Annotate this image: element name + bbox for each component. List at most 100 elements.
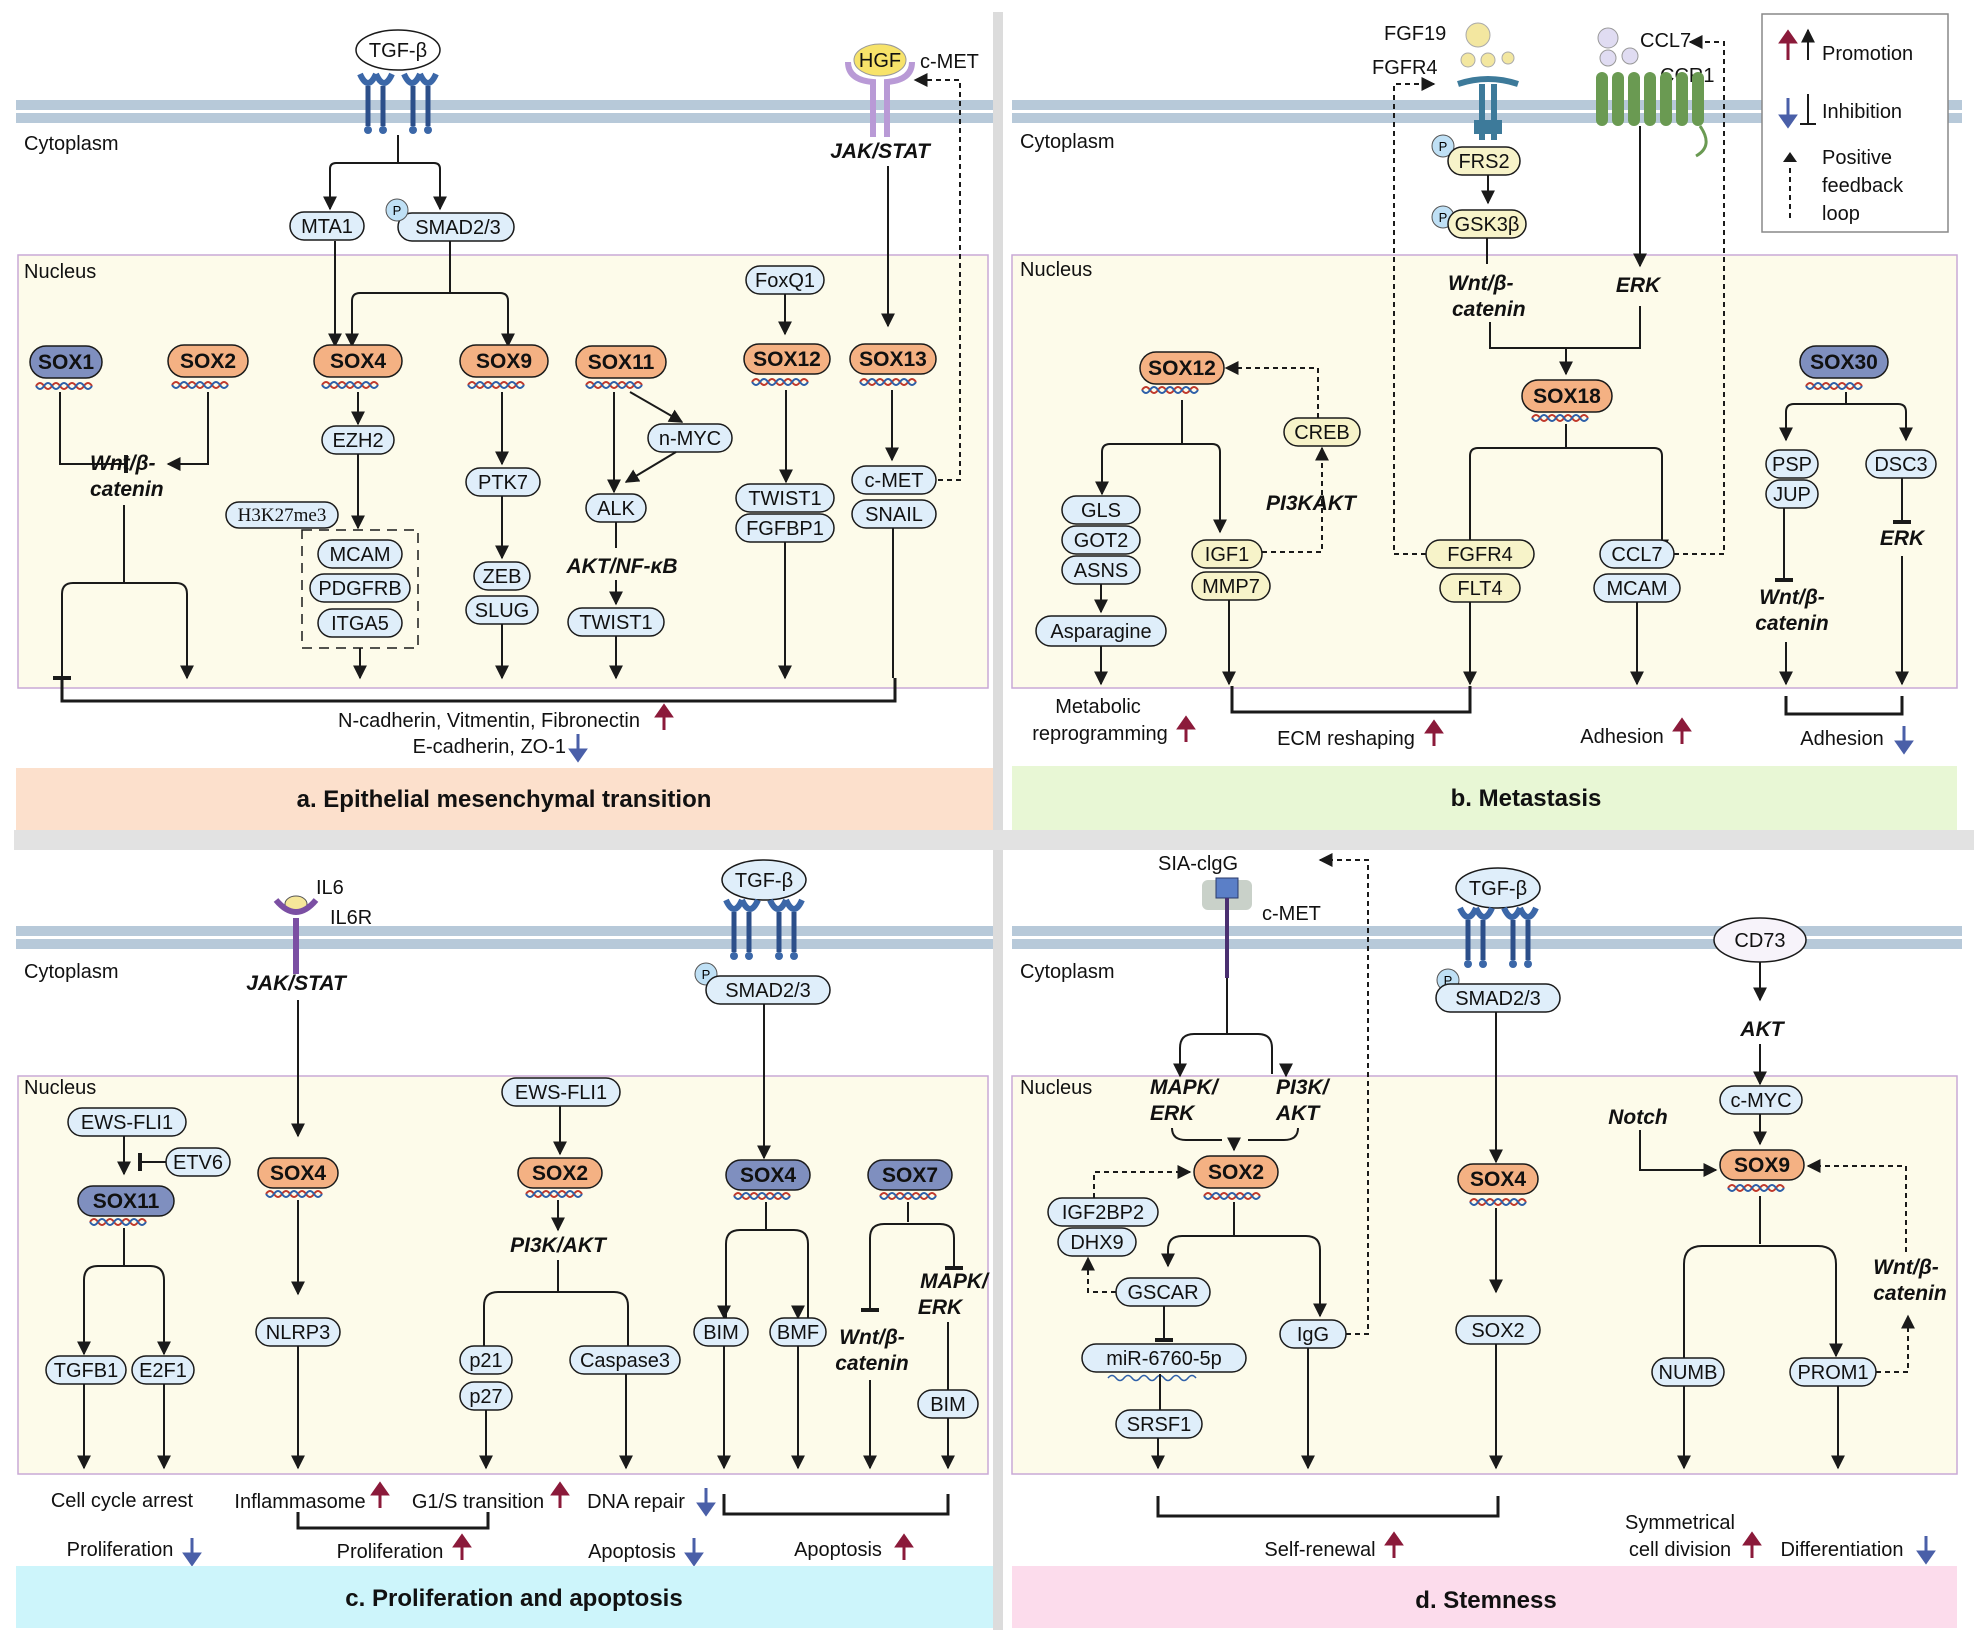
self-renewal-label: Self-renewal [1264, 1539, 1375, 1561]
il6-label: IL6 [316, 877, 344, 899]
zeb-node [473, 561, 531, 591]
cytoplasm-label: Cytoplasm [24, 133, 118, 155]
sox13-node [849, 343, 937, 375]
numb-node [1651, 1357, 1725, 1387]
cd73-label: CD73 [1734, 930, 1785, 952]
asns-label: ASNS [1074, 560, 1128, 582]
smad23-node [397, 212, 515, 242]
fgfr4-receptor-label: FGFR4 [1372, 57, 1438, 79]
igf1-node [1191, 539, 1263, 569]
ccl7-ligand-icon [1597, 27, 1619, 49]
sox7-node [867, 1159, 953, 1191]
sox18-node [1521, 379, 1613, 413]
sox1-node [29, 345, 103, 379]
nmyc-label: n-MYC [659, 428, 721, 450]
cmyc-label: c-MYC [1730, 1090, 1791, 1112]
mapk-label-line2: ERK [918, 1296, 964, 1319]
gls-node [1061, 495, 1141, 525]
nucleus-label: Nucleus [1020, 259, 1092, 281]
wnt-label-line1: Wnt/β- [1759, 586, 1825, 609]
jup-node [1765, 479, 1819, 509]
tgfb1-label: TGFB1 [54, 1360, 118, 1382]
sox2-node [517, 1157, 603, 1189]
cmet-label: c-MET [865, 470, 924, 492]
mmp7-label: MMP7 [1202, 576, 1260, 598]
sox2b-node [1455, 1315, 1541, 1345]
panel-b-title: b. Metastasis [1451, 785, 1602, 812]
srsf1-label: SRSF1 [1127, 1414, 1191, 1436]
phospho-label: P [702, 967, 711, 982]
pi3kakt-label: PI3KAKT [1266, 492, 1358, 515]
flt4-node [1439, 573, 1521, 603]
inhibition-arrow-icon [1894, 726, 1914, 755]
mta1-label: MTA1 [301, 216, 353, 238]
apoptosis-bracket [722, 1494, 950, 1516]
sox4-label: SOX4 [1470, 1168, 1526, 1191]
dsc3-label: DSC3 [1874, 454, 1927, 476]
legend-feedback-label-1: Positive [1822, 147, 1892, 169]
sox30-label: SOX30 [1810, 351, 1878, 374]
sox13-label: SOX13 [859, 348, 927, 371]
prom1-node [1789, 1357, 1877, 1387]
zeb-label: ZEB [483, 566, 522, 588]
panel-b-title-bar [1012, 766, 1957, 830]
flt4-label: FLT4 [1457, 578, 1502, 600]
ccr1-receptor-icon [1596, 72, 1708, 158]
legend-inhibition-arrow-icon [1778, 98, 1798, 129]
legend-promotion-label: Promotion [1822, 43, 1913, 65]
panel-d: Cytoplasm Nucleus SIA-clgG c-MET MAPK/ E… [1011, 853, 1962, 1628]
p27-label: p27 [469, 1386, 502, 1408]
apoptosis-down-label: Apoptosis [588, 1541, 676, 1563]
hgf-ligand [853, 43, 907, 77]
h3k27me3-node [225, 501, 339, 529]
pdgfrb-node [309, 573, 411, 603]
promotion-arrow-icon [1742, 1531, 1762, 1558]
fgf19-label: FGF19 [1384, 23, 1446, 45]
panel-a: Cytoplasm Nucleus TGF-β MTA1 P SMAD2/3 H… [16, 29, 993, 830]
pi3kakt-label: PI3K/AKT [510, 1234, 608, 1257]
jakstat-label: JAK/STAT [830, 140, 932, 163]
wnt-label-line1: Wnt/β- [1873, 1256, 1939, 1279]
metabolic-label-line2: reprogramming [1032, 723, 1168, 745]
gsk3b-label: GSK3β [1455, 214, 1520, 236]
nucleus-label: Nucleus [24, 1077, 96, 1099]
igf2bp2-label: IGF2BP2 [1062, 1202, 1144, 1224]
psp-label: PSP [1772, 454, 1812, 476]
cmet-receptor-icon [845, 61, 915, 137]
sox9-node [1719, 1149, 1805, 1181]
panel-c: Cytoplasm Nucleus IL6 IL6R JAK/STAT TGF-… [16, 859, 993, 1628]
adhesion-bracket [1784, 696, 1904, 716]
hgf-label: HGF [859, 50, 901, 72]
cell-membrane [1012, 100, 1962, 110]
sox4b-node [725, 1159, 811, 1191]
sox9-label: SOX9 [1734, 1154, 1790, 1177]
cytoplasm-label: Cytoplasm [1020, 131, 1114, 153]
sox12-node [743, 343, 831, 375]
ewsfli1-node [67, 1107, 187, 1137]
smad23-label: SMAD2/3 [725, 980, 811, 1002]
mcam-node [317, 539, 403, 569]
cytoplasm-label: Cytoplasm [24, 961, 118, 983]
promotion-arrow-icon [1176, 715, 1196, 742]
differentiation-label: Differentiation [1780, 1539, 1903, 1561]
sox4-label: SOX4 [270, 1162, 326, 1185]
snail-label: SNAIL [865, 504, 923, 526]
cmet-receptor-label: c-MET [920, 51, 979, 73]
legend-feedback-label-3: loop [1822, 203, 1860, 225]
mcam-label: MCAM [1606, 578, 1667, 600]
sox4-node [313, 344, 403, 378]
proliferation-up-label: Proliferation [337, 1541, 444, 1563]
legend-inhibition-bar-icon [1800, 94, 1816, 125]
sox11-node [77, 1185, 175, 1217]
adhesion-down-label: Adhesion [1800, 728, 1883, 750]
wnt-label-line1: Wnt/β- [90, 452, 156, 475]
legend-inhibition-label: Inhibition [1822, 101, 1902, 123]
mrna-icon [1107, 1374, 1197, 1382]
mir-label: miR-6760-5p [1106, 1348, 1222, 1370]
phospho-label: P [393, 203, 402, 218]
tgfb-ligand [721, 859, 807, 901]
wnt-label-line1: Wnt/β- [839, 1326, 905, 1349]
alk-label: ALK [597, 498, 635, 520]
mcam-label: MCAM [329, 544, 390, 566]
